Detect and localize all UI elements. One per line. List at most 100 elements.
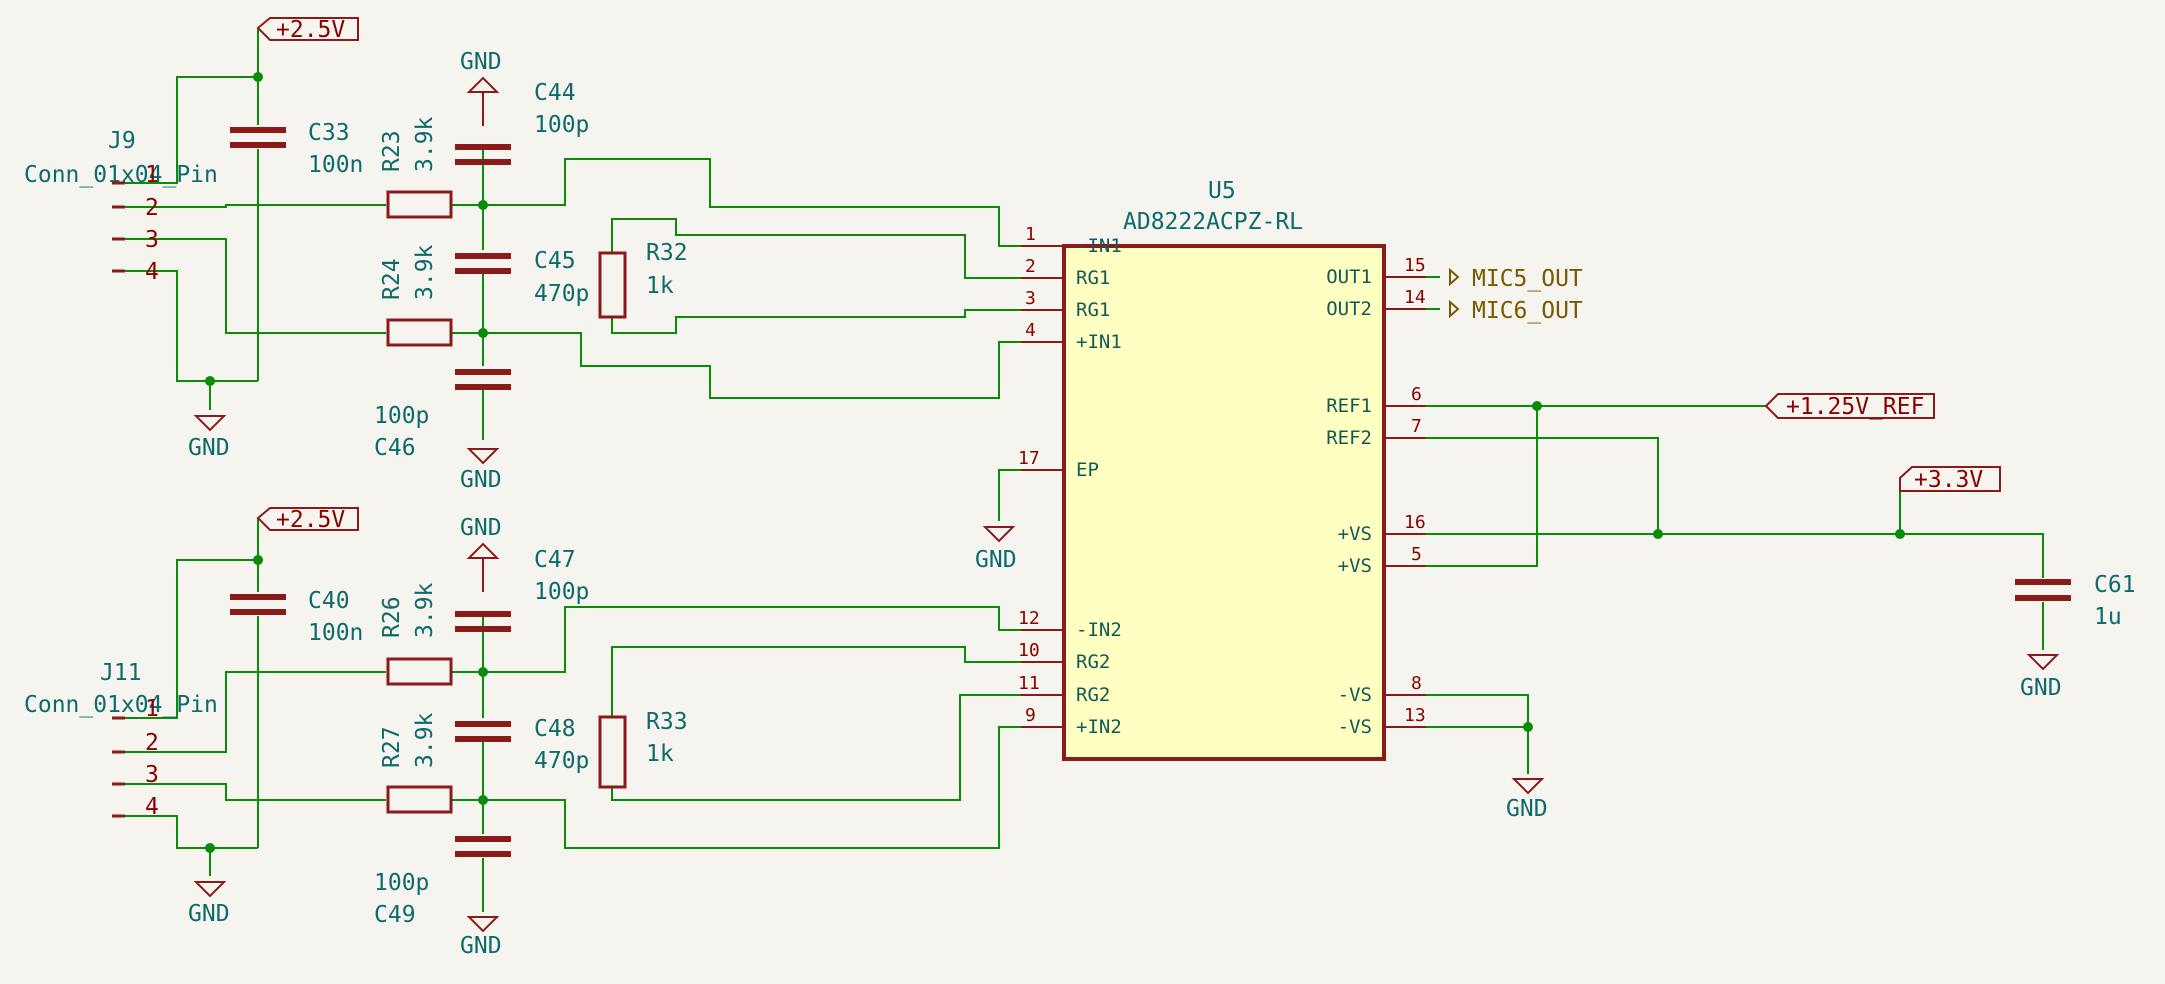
- part-value: 1u: [2094, 604, 2122, 630]
- part-ref: C46: [374, 435, 416, 461]
- part-value: 100p: [534, 579, 589, 605]
- connector-pin-4: 4: [145, 259, 159, 285]
- power-flag-2v5-bottom[interactable]: +2.5V: [256, 507, 359, 533]
- pin-number: 7: [1411, 416, 1422, 437]
- junctions: [205, 72, 1905, 853]
- pin-name: -VS: [1338, 716, 1372, 738]
- pin-name: OUT1: [1326, 266, 1372, 288]
- pin-number: 16: [1404, 512, 1426, 533]
- pin-number: 13: [1404, 705, 1426, 726]
- power-flag-3v3[interactable]: +3.3V: [1899, 466, 2001, 493]
- gnd-symbol: GND: [975, 526, 1017, 573]
- svg-text:GND: GND: [188, 435, 230, 461]
- part-ref: R24: [379, 258, 405, 300]
- resistor-r23[interactable]: R23 3.9k: [379, 116, 453, 219]
- pin-name: REF1: [1326, 395, 1372, 417]
- connector-pin-4: 4: [145, 794, 159, 820]
- pin-name: -IN2: [1076, 619, 1122, 641]
- part-ref: C47: [534, 547, 576, 573]
- junction: [205, 376, 215, 386]
- resistor-r33[interactable]: R33 1k: [598, 709, 688, 789]
- power-flag-label: +2.5V: [276, 507, 345, 533]
- part-ref: C44: [534, 80, 576, 106]
- global-label-mic6-out[interactable]: MIC6_OUT: [1449, 298, 1583, 324]
- pin-name: +VS: [1338, 523, 1372, 545]
- capacitor-c44[interactable]: C44 100p: [455, 80, 589, 165]
- pin-number: 15: [1404, 255, 1426, 276]
- part-value: 100n: [308, 620, 363, 646]
- connector-pin-3: 3: [145, 227, 159, 253]
- pin-name: -VS: [1338, 684, 1372, 706]
- gnd-symbol: GND: [188, 881, 230, 927]
- pin-number: 3: [1025, 288, 1036, 309]
- pin-number: 10: [1018, 640, 1040, 661]
- svg-text:GND: GND: [2020, 675, 2062, 701]
- ic-u5[interactable]: U5 AD8222ACPZ-RL 1 2 3 4 17: [1018, 178, 1426, 761]
- part-ref: C40: [308, 588, 350, 614]
- connector-value: Conn_01x04_Pin: [24, 692, 218, 718]
- junction: [1523, 722, 1533, 732]
- part-value: 3.9k: [412, 712, 438, 768]
- connector-pin-2: 2: [145, 195, 159, 221]
- resistor-r27[interactable]: R27 3.9k: [379, 712, 453, 814]
- junction: [1895, 529, 1905, 539]
- capacitor-c46[interactable]: 100p C46: [374, 369, 511, 461]
- junction: [1532, 401, 1542, 411]
- capacitor-c61[interactable]: C61 1u: [2015, 572, 2136, 630]
- capacitor-c49[interactable]: 100p C49: [374, 836, 511, 928]
- part-value: 100n: [308, 152, 363, 178]
- junction: [205, 843, 215, 853]
- capacitor-c47[interactable]: C47 100p: [455, 547, 589, 632]
- pin-number: 14: [1404, 287, 1426, 308]
- svg-text:GND: GND: [188, 901, 230, 927]
- capacitor-c48[interactable]: C48 470p: [455, 716, 589, 774]
- pin-number: 2: [1025, 256, 1036, 277]
- pin-name: +IN1: [1076, 331, 1122, 353]
- pin-name: RG1: [1076, 299, 1110, 321]
- svg-text:GND: GND: [1506, 796, 1548, 822]
- ic-body: [1062, 244, 1386, 761]
- pin-number: 8: [1411, 673, 1422, 694]
- connector-ref: J9: [108, 128, 136, 154]
- pin-number: 11: [1018, 673, 1040, 694]
- power-flag-2v5-top[interactable]: +2.5V: [256, 17, 359, 48]
- power-flag-label: +2.5V: [276, 17, 345, 43]
- junction: [253, 555, 263, 565]
- ic-ref: U5: [1208, 178, 1236, 204]
- connector-pin-2: 2: [145, 730, 159, 756]
- capacitor-c45[interactable]: C45 470p: [455, 248, 589, 307]
- svg-text:GND: GND: [460, 49, 502, 75]
- part-value: 3.9k: [412, 582, 438, 638]
- pin-name: +VS: [1338, 555, 1372, 577]
- connector-ref: J11: [100, 660, 142, 686]
- pin-number: 17: [1018, 448, 1040, 469]
- junction: [253, 72, 263, 82]
- ic-value: AD8222ACPZ-RL: [1123, 209, 1303, 235]
- pin-number: 6: [1411, 384, 1422, 405]
- connector-j9[interactable]: J9 Conn_01x04_Pin 1 2 3 4: [24, 128, 218, 285]
- resistor-r32[interactable]: R32 1k: [598, 240, 688, 319]
- pin-number: 12: [1018, 608, 1040, 629]
- connector-j11[interactable]: J11 Conn_01x04_Pin 1 2 3 4: [24, 660, 218, 820]
- part-ref: C33: [308, 120, 350, 146]
- junction: [478, 200, 488, 210]
- pin-name: EP: [1076, 459, 1099, 481]
- capacitor-c33[interactable]: C33 100n: [230, 120, 363, 178]
- pin-number: 9: [1025, 705, 1036, 726]
- resistor-r26[interactable]: R26 3.9k: [379, 582, 453, 686]
- net-label-1v25-ref[interactable]: +1.25V_REF: [1764, 393, 1935, 420]
- part-ref: R32: [646, 240, 688, 266]
- pin-name: RG2: [1076, 684, 1110, 706]
- resistor-r24[interactable]: R24 3.9k: [379, 244, 453, 347]
- net-label-text: +1.25V_REF: [1786, 394, 1924, 420]
- part-ref: C48: [534, 716, 576, 742]
- part-value: 100p: [534, 112, 589, 138]
- capacitor-c40[interactable]: C40 100n: [230, 588, 363, 646]
- gnd-symbol: GND: [460, 916, 502, 959]
- svg-text:GND: GND: [460, 933, 502, 959]
- part-value: 470p: [534, 748, 589, 774]
- global-label-mic5-out[interactable]: MIC5_OUT: [1449, 266, 1583, 292]
- connector-pin-3: 3: [145, 762, 159, 788]
- pin-number: 4: [1025, 320, 1036, 341]
